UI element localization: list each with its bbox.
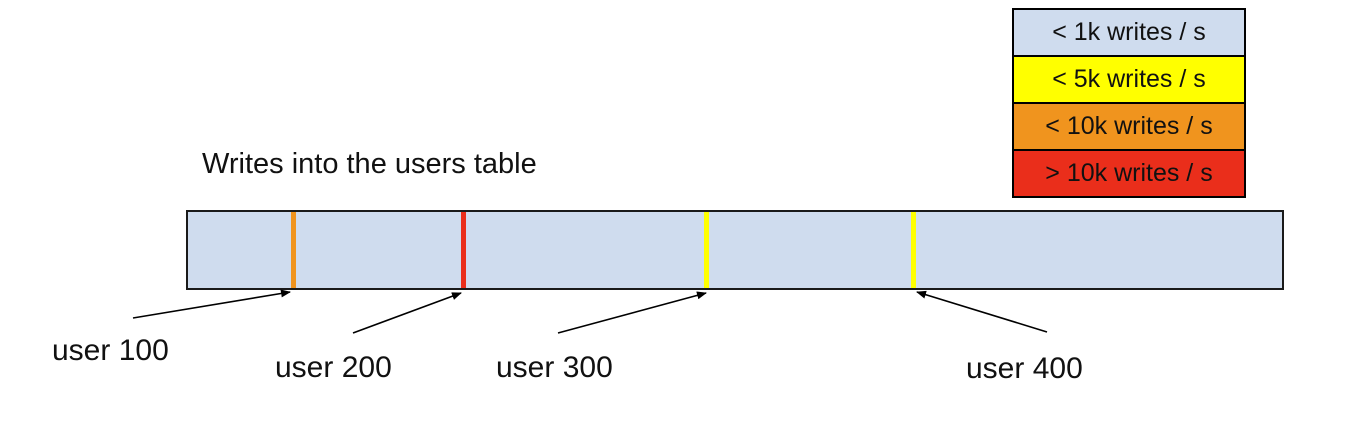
arrow-user-300: [557, 291, 707, 334]
write-marker-user-200: [461, 212, 466, 288]
legend-item-lt-10k: < 10k writes / s: [1014, 104, 1244, 151]
label-user-400: user 400: [966, 352, 1083, 385]
legend-item-lt-1k: < 1k writes / s: [1014, 10, 1244, 57]
arrow-user-400: [916, 290, 1048, 333]
write-marker-user-400: [911, 212, 916, 288]
label-user-100: user 100: [52, 334, 169, 367]
legend: < 1k writes / s < 5k writes / s < 10k wr…: [1012, 8, 1246, 198]
diagram-title: Writes into the users table: [202, 148, 537, 180]
legend-item-gt-10k: > 10k writes / s: [1014, 151, 1244, 196]
write-marker-user-100: [291, 212, 296, 288]
label-user-200: user 200: [275, 351, 392, 384]
legend-item-lt-5k: < 5k writes / s: [1014, 57, 1244, 104]
users-table-bar: [186, 210, 1284, 290]
arrow-user-200: [352, 292, 462, 334]
write-marker-user-300: [704, 212, 709, 288]
arrow-user-100: [132, 289, 291, 319]
label-user-300: user 300: [496, 351, 613, 384]
